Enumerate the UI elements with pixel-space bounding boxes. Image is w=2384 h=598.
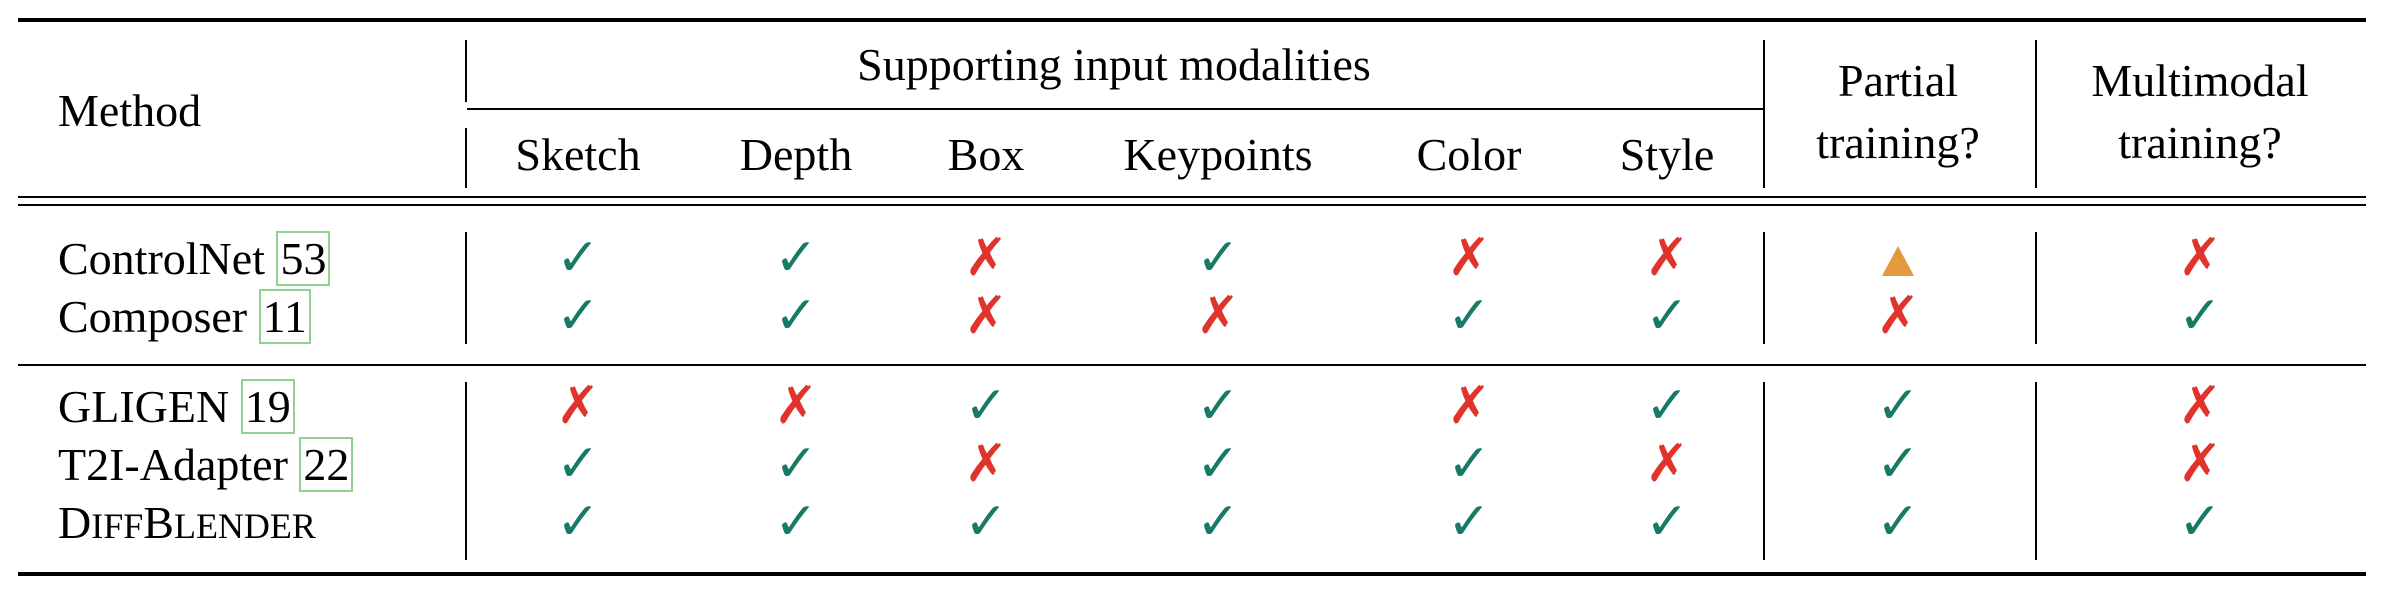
check-icon: ✓ [1196, 492, 1240, 552]
partial-header-line1: Partial [1837, 55, 1959, 106]
cross-icon: ✗ [774, 376, 818, 436]
header-vline [2035, 40, 2037, 188]
cross-icon: ✗ [1196, 286, 1240, 346]
row-label-composer: Composer 11 [58, 289, 311, 344]
body-vline [465, 382, 467, 560]
check-icon: ✓ [556, 434, 600, 494]
check-icon: ✓ [1876, 434, 1920, 494]
cross-icon: ✗ [2178, 376, 2222, 436]
cross-icon: ✗ [1645, 434, 1689, 494]
method-name: ControlNet [58, 233, 265, 284]
cross-icon: ✗ [1447, 228, 1491, 288]
multimodal-header-line2: training? [2118, 117, 2282, 168]
cross-icon: ✗ [2178, 434, 2222, 494]
check-icon: ✓ [556, 228, 600, 288]
method-header: Method [58, 85, 202, 136]
check-icon: ✓ [774, 492, 818, 552]
col-header-box: Box [947, 129, 1025, 180]
partial-header-line2: training? [1816, 117, 1980, 168]
body-vline [1763, 232, 1765, 344]
check-icon: ✓ [774, 228, 818, 288]
partial-support-icon [1882, 246, 1914, 276]
cross-icon: ✗ [1447, 376, 1491, 436]
cross-icon: ✗ [1645, 228, 1689, 288]
cross-icon: ✗ [964, 228, 1008, 288]
check-icon: ✓ [1876, 492, 1920, 552]
check-icon: ✓ [1196, 434, 1240, 494]
header-double-rule-2 [18, 204, 2366, 206]
check-icon: ✓ [1645, 286, 1689, 346]
col-header-color: Color [1416, 129, 1522, 180]
check-icon: ✓ [1645, 492, 1689, 552]
header-vline [465, 40, 467, 102]
check-icon: ✓ [1447, 286, 1491, 346]
method-name: Composer [58, 291, 248, 342]
check-icon: ✓ [556, 286, 600, 346]
check-icon: ✓ [2178, 286, 2222, 346]
citation[interactable]: 53 [276, 231, 331, 286]
top-rule [18, 18, 2366, 22]
check-icon: ✓ [964, 492, 1008, 552]
cross-icon: ✗ [964, 434, 1008, 494]
col-header-depth: Depth [739, 129, 853, 180]
modalities-group-header: Supporting input modalities [857, 39, 1371, 90]
group-separator-rule [18, 364, 2366, 366]
check-icon: ✓ [1447, 492, 1491, 552]
check-icon: ✓ [1196, 228, 1240, 288]
col-header-keypoints: Keypoints [1123, 129, 1313, 180]
col-header-style: Style [1619, 129, 1715, 180]
cross-icon: ✗ [2178, 228, 2222, 288]
check-icon: ✓ [1876, 376, 1920, 436]
bottom-rule [18, 572, 2366, 576]
check-icon: ✓ [774, 434, 818, 494]
check-icon: ✓ [964, 376, 1008, 436]
header-vline [1763, 40, 1765, 188]
check-icon: ✓ [1447, 434, 1491, 494]
check-icon: ✓ [774, 286, 818, 346]
body-vline [2035, 382, 2037, 560]
row-label-diffblender: DIFFBLENDER [58, 497, 316, 548]
citation[interactable]: 11 [258, 289, 311, 344]
cross-icon: ✗ [964, 286, 1008, 346]
cross-icon: ✗ [556, 376, 600, 436]
body-vline [1763, 382, 1765, 560]
check-icon: ✓ [2178, 492, 2222, 552]
header-double-rule-1 [18, 196, 2366, 198]
row-label-gligen: GLIGEN 19 [58, 379, 295, 434]
citation[interactable]: 22 [299, 437, 354, 492]
method-name: T2I-Adapter [58, 439, 288, 490]
row-label-t2i-adapter: T2I-Adapter 22 [58, 437, 354, 492]
row-label-controlnet: ControlNet 53 [58, 231, 331, 286]
check-icon: ✓ [1196, 376, 1240, 436]
method-name: GLIGEN [58, 381, 230, 432]
cross-icon: ✗ [1876, 286, 1920, 346]
body-vline [2035, 232, 2037, 344]
check-icon: ✓ [556, 492, 600, 552]
multimodal-header-line1: Multimodal [2091, 55, 2309, 106]
col-header-sketch: Sketch [515, 129, 641, 180]
check-icon: ✓ [1645, 376, 1689, 436]
citation[interactable]: 19 [240, 379, 295, 434]
header-vline [465, 128, 467, 188]
body-vline [465, 232, 467, 344]
group-underline [467, 108, 1763, 110]
